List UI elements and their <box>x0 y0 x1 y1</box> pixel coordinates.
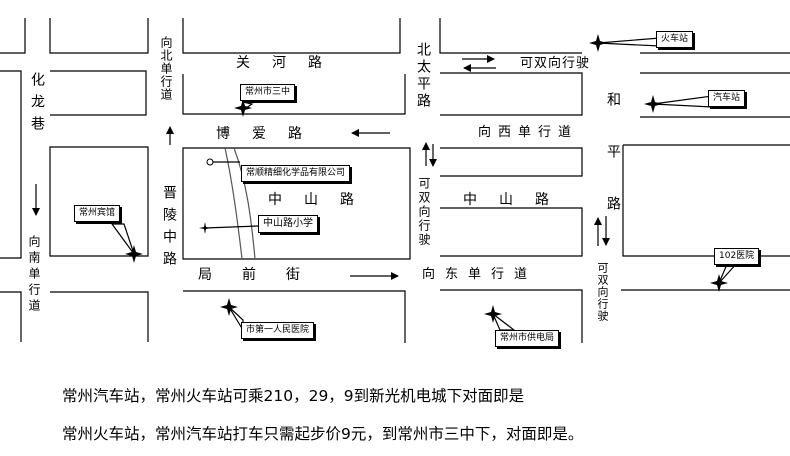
road-label-heping: 和平路 <box>605 92 621 248</box>
road-label-beitaiping: 北太平路 <box>415 42 431 110</box>
caption-line-2: 常州火车站，常州汽车站打车只需起步价9元，到常州市三中下，对面即是。 <box>62 425 584 443</box>
direction-two-way-top: 可双向行驶 <box>520 56 591 71</box>
callout-pointer <box>652 95 713 108</box>
callout-pointer <box>597 37 661 47</box>
block-edge <box>622 145 790 257</box>
star-marker <box>220 298 238 316</box>
road-label-hualong: 化龙巷 <box>29 72 45 138</box>
callout-pointer <box>718 261 740 284</box>
label-hospital-102: 102医院 <box>714 248 760 265</box>
star-marker <box>589 34 607 52</box>
block-edge <box>50 70 147 116</box>
river-line <box>224 147 243 260</box>
callout-pointer <box>204 225 259 229</box>
block-edge <box>49 146 149 257</box>
block-edge <box>440 289 583 343</box>
block-edge <box>0 70 22 259</box>
direction-west-one-way: 向西单行道 <box>478 125 579 140</box>
location-dot <box>206 158 214 166</box>
block-edge <box>183 290 406 343</box>
road-label-jinling: 晋陵中路 <box>161 185 177 273</box>
label-zhongshan-school: 中山路小学 <box>258 215 318 233</box>
label-train-station: 火车站 <box>656 31 694 48</box>
label-first-hospital: 市第一人民医院 <box>241 322 315 339</box>
road-label-juqian: 局前街 <box>198 267 330 283</box>
road-label-zhongshan-left: 中山路 <box>268 192 376 208</box>
callout-pointer <box>491 312 516 331</box>
block-edge <box>182 18 401 54</box>
block-edge <box>182 74 406 115</box>
direction-two-way-middle: 可双向行驶 <box>417 177 431 247</box>
callout-pointer <box>110 223 135 255</box>
block-edge <box>440 147 583 177</box>
block-edge <box>182 147 411 260</box>
label-bus-station: 汽车站 <box>708 90 746 107</box>
star-marker <box>199 222 211 234</box>
direction-north-one-way: 向北单行道 <box>159 36 173 101</box>
river-line <box>233 147 256 260</box>
star-marker <box>125 245 143 263</box>
block-edge <box>440 207 583 257</box>
star-marker <box>710 274 728 292</box>
block-edge <box>440 72 583 116</box>
star-marker <box>644 95 662 113</box>
block-edge <box>0 291 22 342</box>
label-chemical-company: 常顺精细化学品有限公司 <box>241 165 351 182</box>
star-marker <box>484 305 502 323</box>
road-label-boai: 博爱路 <box>216 126 324 142</box>
label-third-middle-school: 常州市三中 <box>240 84 296 101</box>
label-power-bureau: 常州市供电局 <box>495 330 560 347</box>
direction-south-one-way: 向南单行道 <box>27 235 41 315</box>
block-edge <box>439 18 582 54</box>
direction-east-one-way: 向东单行道 <box>422 267 538 282</box>
block-edge <box>49 18 149 54</box>
block-edge <box>50 291 149 342</box>
direction-two-way-right: 可双向行驶 <box>596 262 609 322</box>
caption-line-1: 常州汽车站，常州火车站可乘210，29，9到新光机电城下对面即是 <box>62 387 525 405</box>
star-marker <box>234 99 252 117</box>
road-label-guanhe: 关河路 <box>236 55 344 71</box>
label-changzhou-hotel: 常州宾馆 <box>74 205 121 222</box>
block-edge <box>0 18 26 54</box>
road-label-zhongshan-right: 中山路 <box>463 192 571 208</box>
